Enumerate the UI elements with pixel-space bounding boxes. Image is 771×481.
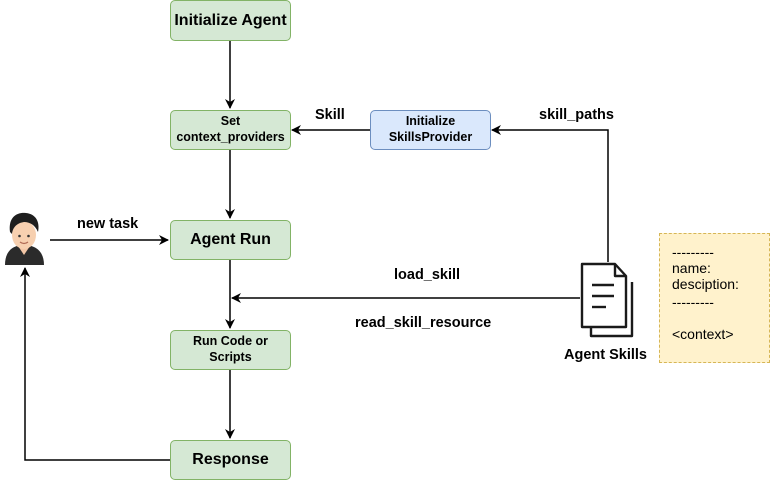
agent-run-label: Agent Run (190, 231, 271, 248)
run-code-node[interactable]: Run Code or Scripts (170, 330, 291, 370)
init-skills-line2: SkillsProvider (388, 130, 473, 144)
set-context-line1: Set (220, 114, 241, 129)
user-avatar-icon (5, 212, 44, 265)
note-line: name: (672, 260, 711, 276)
arrow-response-to-user (20, 267, 170, 461)
note-line: <context> (672, 326, 734, 342)
initialize-skillsprovider-node[interactable]: Initialize SkillsProvider (370, 110, 491, 150)
response-node[interactable]: Response (170, 440, 291, 480)
documents-icon (580, 262, 634, 338)
initialize-agent-label: Initialize Agent (174, 11, 287, 29)
new-task-edge-label: new task (77, 216, 139, 232)
read-skill-resource-edge-label: read_skill_resource (355, 315, 492, 331)
set-context-line2: context_providers (176, 130, 285, 144)
agent-skills-label: Agent Skills (564, 347, 647, 363)
note-line (672, 310, 757, 326)
initialize-agent-node[interactable]: Initialize Agent (170, 0, 291, 41)
skill-edge-label: Skill (315, 107, 345, 123)
run-code-line2: Scripts (209, 350, 252, 364)
skill-paths-edge-label: skill_paths (539, 107, 614, 123)
agent-run-node[interactable]: Agent Run (170, 220, 291, 260)
load-skill-edge-label: load_skill (394, 267, 461, 283)
skill-definition-note: --------- name: desciption: --------- <c… (659, 233, 770, 363)
run-code-line1: Run Code or (193, 334, 268, 349)
note-line: --------- (672, 294, 714, 310)
note-line: --------- (672, 244, 714, 260)
note-line: desciption: (672, 276, 739, 292)
response-label: Response (192, 451, 269, 468)
init-skills-line1: Initialize (405, 114, 456, 129)
arrow-skill-paths (491, 125, 609, 262)
set-context-providers-node[interactable]: Set context_providers (170, 110, 291, 150)
